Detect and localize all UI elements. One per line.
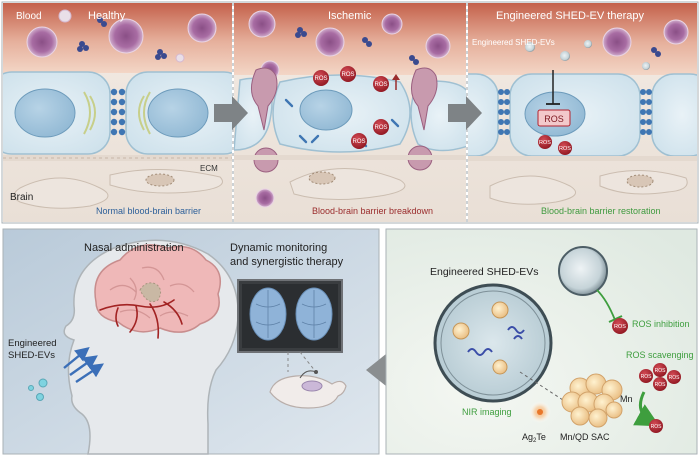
top-frame [1,1,699,224]
ag2te-label: Ag2Te [522,432,546,444]
scavenging-arrow [633,391,660,427]
svg-text:ROS: ROS [352,139,365,145]
inhibition-arrow [596,289,616,321]
svg-text:ROS: ROS [374,125,387,131]
svg-text:ROS: ROS [641,374,653,380]
ros-label: ROS ROS [539,140,571,152]
panel-engineered-evs: ROS ROS ROS ROS ROS ROS Engineered SHED-… [385,228,698,455]
ros-molecule [313,66,389,149]
nasal-title: Nasal administration [84,242,184,254]
ros-scavenging-label: ROS scavenging [626,350,694,360]
panel-title: Engineered SHED-EV therapy [496,10,644,22]
ev-panel-title: Engineered SHED-EVs [430,266,539,278]
ros-cluster [639,363,681,391]
ros-label: ROS [614,324,626,330]
tight-junction [498,89,652,135]
monitor-title-line2: and synergistic therapy [230,256,344,268]
panel-caption: Blood-brain barrier breakdown [312,206,433,216]
panel-caption: Normal blood-brain barrier [96,206,201,216]
svg-text:ROS: ROS [341,72,354,78]
panel-title: Healthy [88,10,126,22]
molecule-cluster [651,47,661,57]
sac-label: Mn/QD SAC [560,432,610,442]
mn-qd-sac [561,373,623,428]
extracellular-vesicle [525,40,650,70]
ros-label: ROS [651,424,663,430]
transition-arrow [214,96,248,130]
svg-text:ROS: ROS [559,146,571,152]
red-blood-cell [602,19,689,57]
transition-arrow [448,96,482,130]
ros-box [537,109,571,127]
infarct-region [139,282,162,303]
ev-label-line1: Engineered [8,338,57,349]
ros-inhibition-label: ROS inhibition [632,319,690,329]
panel-healthy: Blood Healthy ECM Brain Normal blood-bra… [3,3,232,222]
svg-text:ROS: ROS [669,375,681,381]
molecule-cluster [77,17,167,60]
nasal-delivery-arrows [63,346,104,383]
ev-label-line2: SHED-EVs [8,350,55,361]
tight-junction [110,88,126,136]
engineered-vesicle [433,283,553,403]
panel-nasal-administration: Engineered SHED-EVs Nasal administration… [2,228,380,455]
panel-title: Ischemic [328,10,372,22]
ros-molecule [612,318,628,334]
nir-imaging-label: NIR imaging [462,407,512,417]
brain-label: Brain [10,192,33,203]
endothelial-cell [3,71,232,155]
panel-caption: Blood-brain barrier restoration [541,206,661,216]
small-vesicle [558,246,608,296]
brain-cell [289,168,406,201]
blood-vessel [99,299,183,339]
ecm-label: ECM [200,164,218,173]
brain-cell [13,168,223,209]
ros-molecule [538,135,572,155]
monitor-title-line1: Dynamic monitoring [230,242,327,254]
svg-text:ROS: ROS [314,76,327,82]
quantum-dot [452,301,509,375]
ev-label: Engineered SHED-EVs [472,38,555,47]
brain-cell [489,170,688,205]
panel-therapy: ROS ROS ROS Engineered SHED-EV therapy E… [468,3,697,222]
nucleic-acid [467,326,525,356]
mouse-illustration [269,375,347,409]
blood-label: Blood [16,11,42,22]
svg-text:ROS: ROS [374,82,387,88]
mouse-brain-image [249,287,333,341]
molecule-cluster [295,27,419,65]
ros-box-label: ROS [544,114,564,124]
red-blood-cell [26,9,217,63]
svg-text:ROS: ROS [655,368,667,374]
ros-label: ROS ROS ROS ROS [641,368,681,388]
mn-label: Mn [620,394,633,404]
ros-label: ROS ROS ROS ROS ROS [314,72,387,145]
extracellular-vesicle [28,378,48,401]
svg-text:ROS: ROS [539,140,551,146]
panel-ischemic: ROS ROS ROS ROS ROS Ischemic Blood-brain… [234,3,466,222]
svg-text:ROS: ROS [655,382,667,388]
ros-molecule [649,419,663,433]
